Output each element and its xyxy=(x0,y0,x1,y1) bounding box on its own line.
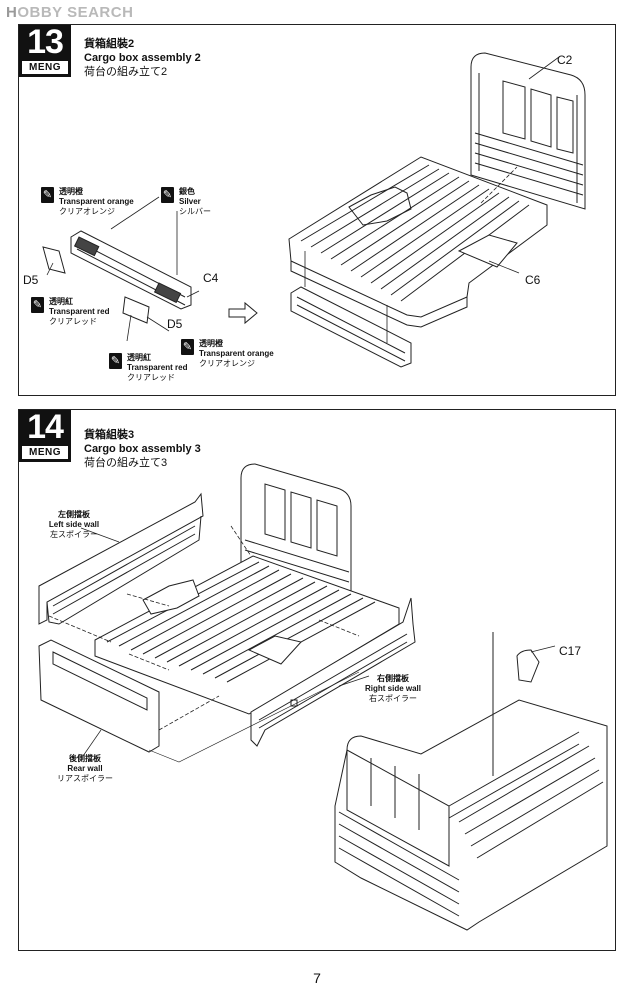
part-c2-frame xyxy=(470,52,586,210)
right-side-wall-label: 右側擋板 Right side wall 右スポイラー xyxy=(364,674,421,703)
part-rail-left xyxy=(70,230,192,310)
paint-brush-icon: ✎ xyxy=(181,339,194,355)
step-13-panel: 13 MENG 貨箱組裝2 Cargo box assembly 2 荷台の組み… xyxy=(18,23,616,396)
step-14-title: 貨箱組裝3 Cargo box assembly 3 荷台の組み立て3 xyxy=(84,429,201,469)
part-label-c2: C2 xyxy=(557,53,573,67)
rear-wall xyxy=(38,639,160,753)
paint-callout: 透明橙 Transparent orange クリアオレンジ xyxy=(59,187,134,216)
part-c6-bed xyxy=(288,156,548,328)
step-14-badge: 14 MENG xyxy=(19,408,71,462)
brand-logo: MENG xyxy=(22,446,68,459)
part-label-d5: D5 xyxy=(23,273,39,287)
step-number: 14 xyxy=(27,408,64,446)
paint-callout: 透明紅 Transparent red クリアレッド xyxy=(127,353,188,382)
page-number: 7 xyxy=(313,970,321,986)
assembled-view xyxy=(334,632,608,931)
paint-callout: 透明橙 Transparent orange クリアオレンジ xyxy=(199,339,274,368)
paint-callout: 銀色 Silver シルバー xyxy=(179,187,211,216)
brand-logo: MENG xyxy=(22,61,68,74)
part-label-c6: C6 xyxy=(525,273,541,287)
step-number: 13 xyxy=(27,23,64,61)
left-side-wall-label: 左側擋板 Left side wall 左スポイラー xyxy=(48,510,100,539)
step-14-drawing xyxy=(38,463,608,931)
paint-callout: 透明紅 Transparent red クリアレッド xyxy=(49,297,110,326)
step-13-drawing xyxy=(42,52,586,368)
paint-brush-icon: ✎ xyxy=(109,353,122,369)
part-label-c17: C17 xyxy=(559,644,582,658)
paint-brush-icon: ✎ xyxy=(161,187,174,203)
part-rail-right xyxy=(290,286,412,368)
rear-wall-label: 後側擋板 Rear wall リアスポイラー xyxy=(57,754,113,783)
paint-brush-icon: ✎ xyxy=(41,187,54,203)
part-d5-lenses xyxy=(42,246,150,324)
left-side-wall xyxy=(38,492,204,625)
watermark: HOBBY SEARCH xyxy=(6,4,134,21)
step-13-title: 貨箱組裝2 Cargo box assembly 2 荷台の組み立て2 xyxy=(84,38,201,78)
step-13-badge: 13 MENG xyxy=(19,23,71,77)
paint-brush-icon: ✎ xyxy=(31,297,44,313)
part-label-d5: D5 xyxy=(167,317,183,331)
step-14-panel: 14 MENG 貨箱組裝3 Cargo box assembly 3 荷台の組み… xyxy=(18,408,616,951)
part-label-c4: C4 xyxy=(203,271,219,285)
